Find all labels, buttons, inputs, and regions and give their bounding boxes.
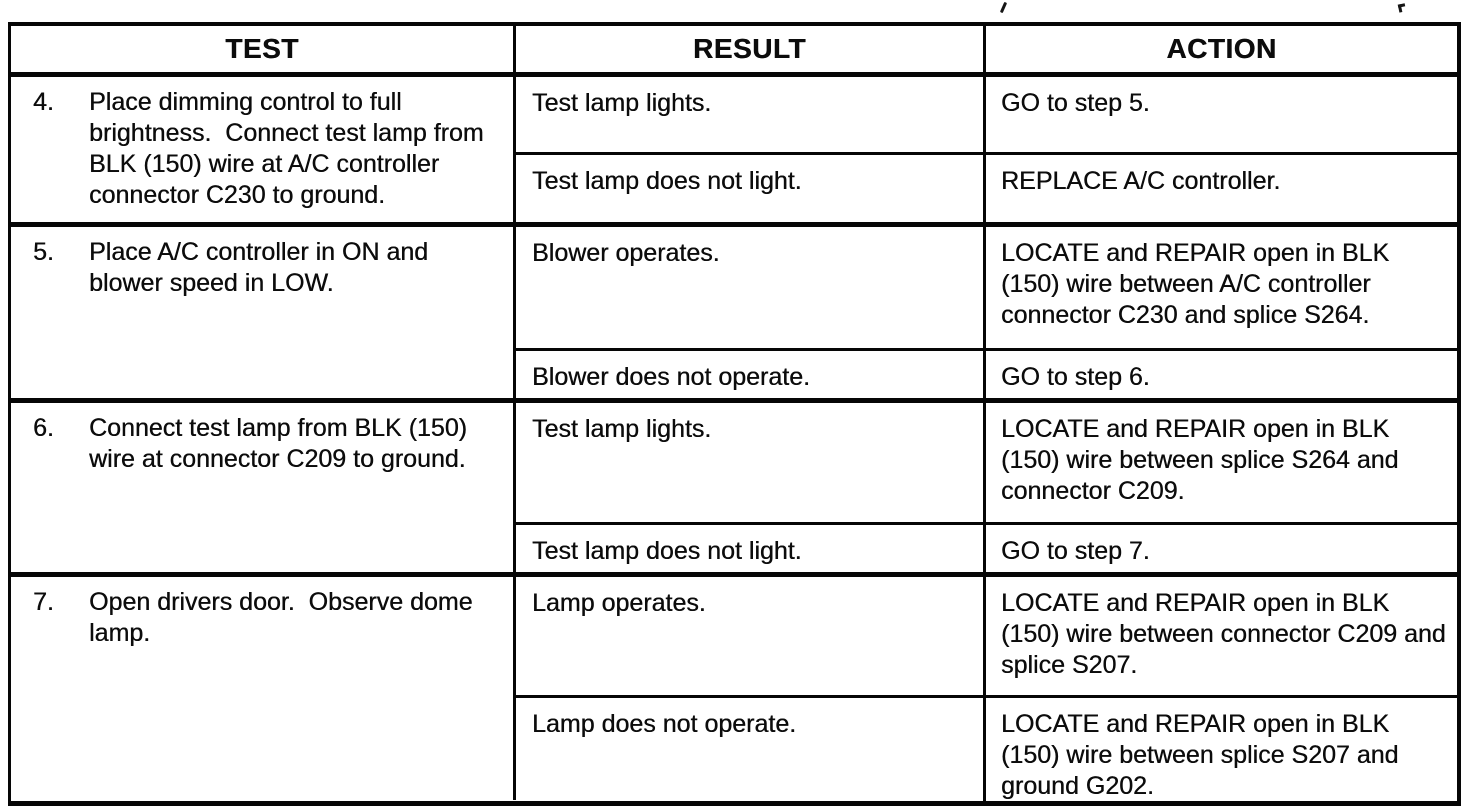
action-cell: LOCATE and REPAIR open in BLK (150) wire… [1001,415,1406,505]
step-number: 7. [33,588,54,616]
scan-artifact-mark [999,1,1008,14]
action-cell: LOCATE and REPAIR open in BLK (150) wire… [1001,710,1406,800]
test-cell: 5. Place A/C controller in ON and blower… [11,227,516,398]
column-header-test: TEST [11,26,516,72]
troubleshooting-table: TEST RESULT ACTION 4. Place dimming cont… [8,22,1461,806]
test-description: Open drivers door. Observe dome lamp. [89,588,480,647]
result-cell: Lamp does not operate. [516,698,986,802]
outcome-row: Test lamp lights. GO to step 5. [516,77,1457,152]
table-row-step-6: 6. Connect test lamp from BLK (150) wire… [11,398,1457,572]
action-cell: LOCATE and REPAIR open in BLK (150) wire… [1001,239,1397,329]
action-cell: GO to step 7. [1001,537,1150,565]
outcome-row: Test lamp lights. LOCATE and REPAIR open… [516,403,1457,522]
outcomes-group: Test lamp lights. GO to step 5. Test lam… [516,77,1457,222]
result-cell: Test lamp does not light. [516,155,986,222]
outcome-row: Blower does not operate. GO to step 6. [516,348,1457,398]
action-cell: GO to step 5. [1001,89,1150,117]
scan-artifact-mark [1397,3,1406,8]
outcomes-group: Lamp operates. LOCATE and REPAIR open in… [516,577,1457,802]
column-header-result: RESULT [516,26,986,72]
action-cell: LOCATE and REPAIR open in BLK (150) wire… [1001,589,1453,679]
table-row-step-5: 5. Place A/C controller in ON and blower… [11,222,1457,398]
test-description: Connect test lamp from BLK (150) wire at… [89,414,474,473]
result-cell: Test lamp lights. [516,403,986,522]
test-cell: 6. Connect test lamp from BLK (150) wire… [11,403,516,572]
result-cell: Test lamp does not light. [516,525,986,572]
table-header-row: TEST RESULT ACTION [11,26,1457,72]
test-cell: 7. Open drivers door. Observe dome lamp. [11,577,516,800]
outcome-row: Test lamp does not light. GO to step 7. [516,522,1457,572]
result-cell: Blower operates. [516,227,986,348]
step-number: 5. [33,238,54,266]
outcome-row: Test lamp does not light. REPLACE A/C co… [516,152,1457,222]
outcomes-group: Test lamp lights. LOCATE and REPAIR open… [516,403,1457,572]
outcome-row: Lamp operates. LOCATE and REPAIR open in… [516,577,1457,695]
outcome-row: Blower operates. LOCATE and REPAIR open … [516,227,1457,348]
test-description: Place A/C controller in ON and blower sp… [89,238,436,297]
action-cell: REPLACE A/C controller. [1001,167,1281,195]
outcome-row: Lamp does not operate. LOCATE and REPAIR… [516,695,1457,802]
test-description: Place dimming control to full brightness… [89,88,491,209]
test-cell: 4. Place dimming control to full brightn… [11,77,516,222]
table-row-step-4: 4. Place dimming control to full brightn… [11,72,1457,222]
step-number: 6. [33,414,54,442]
step-number: 4. [33,88,54,116]
outcomes-group: Blower operates. LOCATE and REPAIR open … [516,227,1457,398]
action-cell: GO to step 6. [1001,363,1150,391]
column-header-action: ACTION [1166,33,1277,64]
result-cell: Lamp operates. [516,577,986,695]
table-row-step-7: 7. Open drivers door. Observe dome lamp.… [11,572,1457,802]
result-cell: Blower does not operate. [516,351,986,398]
result-cell: Test lamp lights. [516,77,986,152]
